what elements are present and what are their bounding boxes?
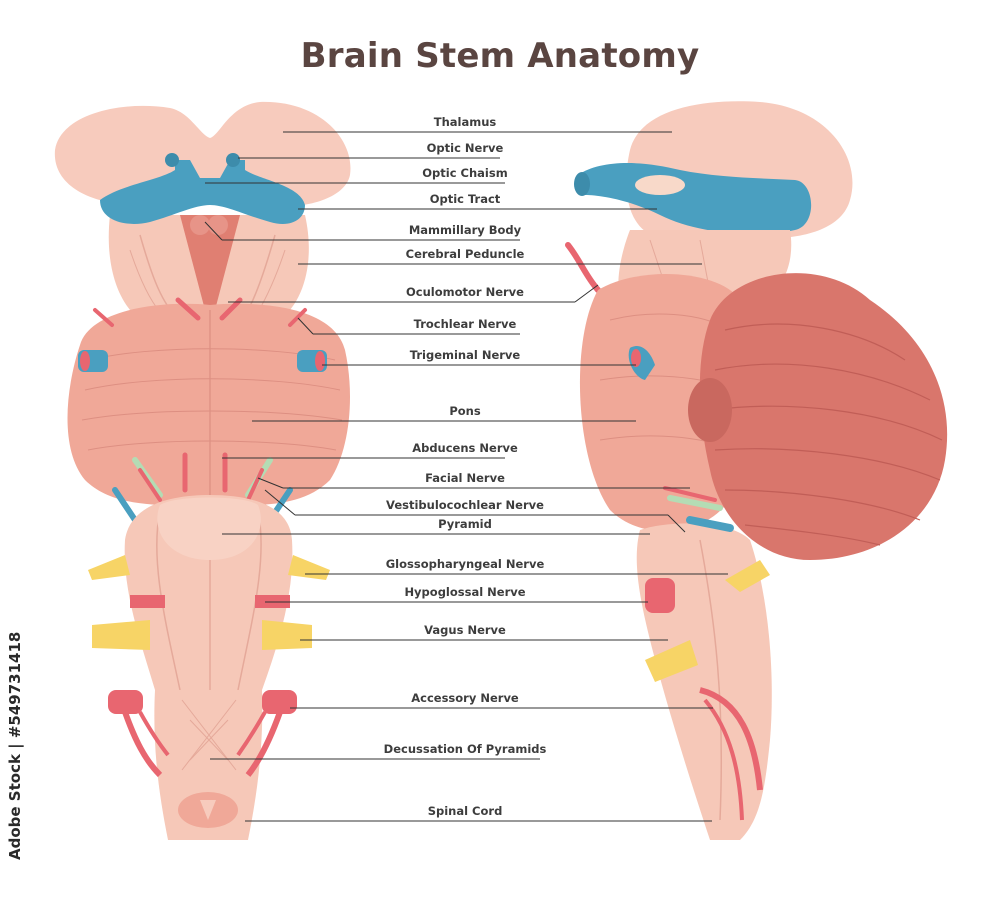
- label-pyramid: Pyramid: [438, 517, 492, 531]
- label-accessory-nerve: Accessory Nerve: [411, 691, 519, 705]
- anterior-thalamus: [54, 101, 351, 207]
- anterior-view: [54, 101, 351, 840]
- label-hypoglossal-nerve: Hypoglossal Nerve: [404, 585, 526, 599]
- anterior-pons: [67, 303, 350, 506]
- lateral-optic-tract: [578, 163, 812, 235]
- label-mammillary-body: Mammillary Body: [408, 223, 522, 237]
- stock-watermark: Adobe Stock | #549731418: [6, 632, 28, 860]
- label-decussation-of-pyramids: Decussation Of Pyramids: [383, 742, 547, 756]
- label-facial-nerve: Facial Nerve: [425, 471, 505, 485]
- label-cerebral-peduncle: Cerebral Peduncle: [405, 247, 525, 261]
- label-pons: Pons: [449, 404, 481, 418]
- lateral-view: [565, 101, 948, 840]
- page-title: Brain Stem Anatomy: [300, 36, 700, 76]
- interpeduncular-fossa: [180, 215, 240, 310]
- label-spinal-cord: Spinal Cord: [427, 804, 503, 818]
- watermark-text: Adobe Stock | #549731418: [6, 631, 24, 860]
- label-optic-tract: Optic Tract: [429, 192, 501, 206]
- label-vestibulocochlear-nerve: Vestibulocochlear Nerve: [386, 498, 544, 512]
- pyramid: [157, 497, 261, 560]
- label-glossopharyngeal-nerve: Glossopharyngeal Nerve: [385, 557, 545, 571]
- label-abducens-nerve: Abducens Nerve: [412, 441, 518, 455]
- label-vagus-nerve: Vagus Nerve: [424, 623, 506, 637]
- label-trochlear-nerve: Trochlear Nerve: [413, 317, 517, 331]
- mammillary-body: [190, 215, 210, 235]
- label-optic-nerve: Optic Nerve: [426, 141, 504, 155]
- anterior-optic-chiasm: [100, 160, 305, 225]
- label-thalamus: Thalamus: [433, 115, 497, 129]
- cerebellum: [699, 273, 948, 560]
- label-oculomotor-nerve: Oculomotor Nerve: [406, 285, 524, 299]
- label-trigeminal-nerve: Trigeminal Nerve: [409, 348, 521, 362]
- leader-lines: [204, 131, 728, 822]
- label-optic-chaism: Optic Chaism: [422, 166, 508, 180]
